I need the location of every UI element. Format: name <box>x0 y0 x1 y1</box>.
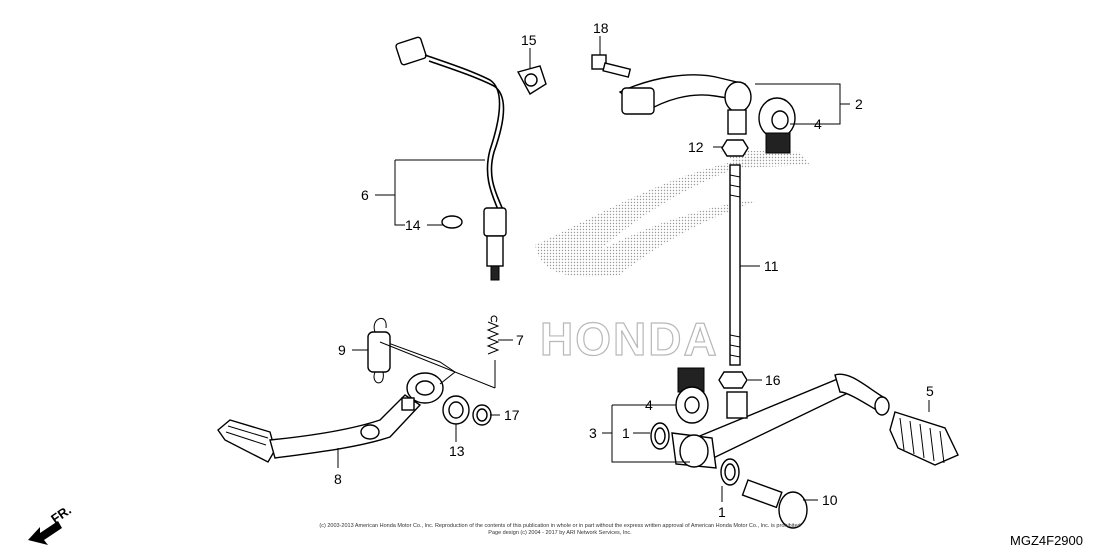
label-1-upper: 1 <box>622 425 630 441</box>
copyright-line-2: Page design (c) 2004 - 2017 by ARI Netwo… <box>488 530 632 536</box>
label-2: 2 <box>855 96 863 112</box>
label-4-lower: 4 <box>645 397 653 413</box>
part-13-washer <box>442 395 470 425</box>
part-4-joint-lower <box>675 367 709 424</box>
label-17: 17 <box>504 407 520 423</box>
part-15-clamp <box>516 65 547 95</box>
copyright-line-1: (c) 2003-2013 American Honda Motor Co., … <box>319 523 800 529</box>
honda-wing-watermark: HONDA <box>535 150 810 366</box>
part-5-rubber <box>889 411 959 466</box>
part-11-rod <box>729 164 741 366</box>
part-12-nut <box>721 139 749 157</box>
label-6: 6 <box>361 187 369 203</box>
label-18: 18 <box>593 20 609 36</box>
label-14: 14 <box>405 217 421 233</box>
part-2-shift-arm <box>618 74 752 135</box>
part-16-nut <box>718 371 748 389</box>
label-9: 9 <box>338 342 346 358</box>
label-3: 3 <box>589 425 597 441</box>
part-1-o-ring-upper <box>650 422 670 450</box>
leader-lines <box>337 36 930 502</box>
diagram-code: MGZ4F2900 <box>1010 533 1083 548</box>
honda-watermark-text: HONDA <box>540 313 719 365</box>
part-17-circlip <box>472 404 492 426</box>
label-5: 5 <box>926 383 934 399</box>
label-1-lower: 1 <box>718 504 726 520</box>
label-11: 11 <box>764 258 779 274</box>
label-10: 10 <box>822 492 838 508</box>
part-10-pivot-bolt <box>741 479 808 529</box>
label-15: 15 <box>521 32 537 48</box>
part-18-bolt <box>591 54 632 78</box>
part-7-switch-spring <box>486 315 500 355</box>
part-6-switch-sensor <box>395 36 507 281</box>
label-4-upper: 4 <box>814 116 822 132</box>
label-7: 7 <box>516 332 524 348</box>
front-marker-text: FR. <box>48 502 74 526</box>
front-direction-marker: FR. <box>28 502 74 545</box>
part-8-brake-pedal <box>217 339 456 463</box>
label-13: 13 <box>449 443 465 459</box>
label-12: 12 <box>688 139 704 155</box>
part-14-clip <box>441 215 463 229</box>
front-arrow-icon <box>28 521 62 545</box>
part-1-o-ring-lower <box>720 458 740 486</box>
part-4-joint-upper <box>758 97 796 154</box>
label-8: 8 <box>334 471 342 487</box>
part-3-change-pedal <box>671 373 890 469</box>
part-9-return-spring <box>367 318 391 384</box>
label-16: 16 <box>765 372 781 388</box>
callout-labels: 18 15 2 4 12 6 14 11 9 7 16 5 4 17 3 1 1… <box>334 20 934 520</box>
